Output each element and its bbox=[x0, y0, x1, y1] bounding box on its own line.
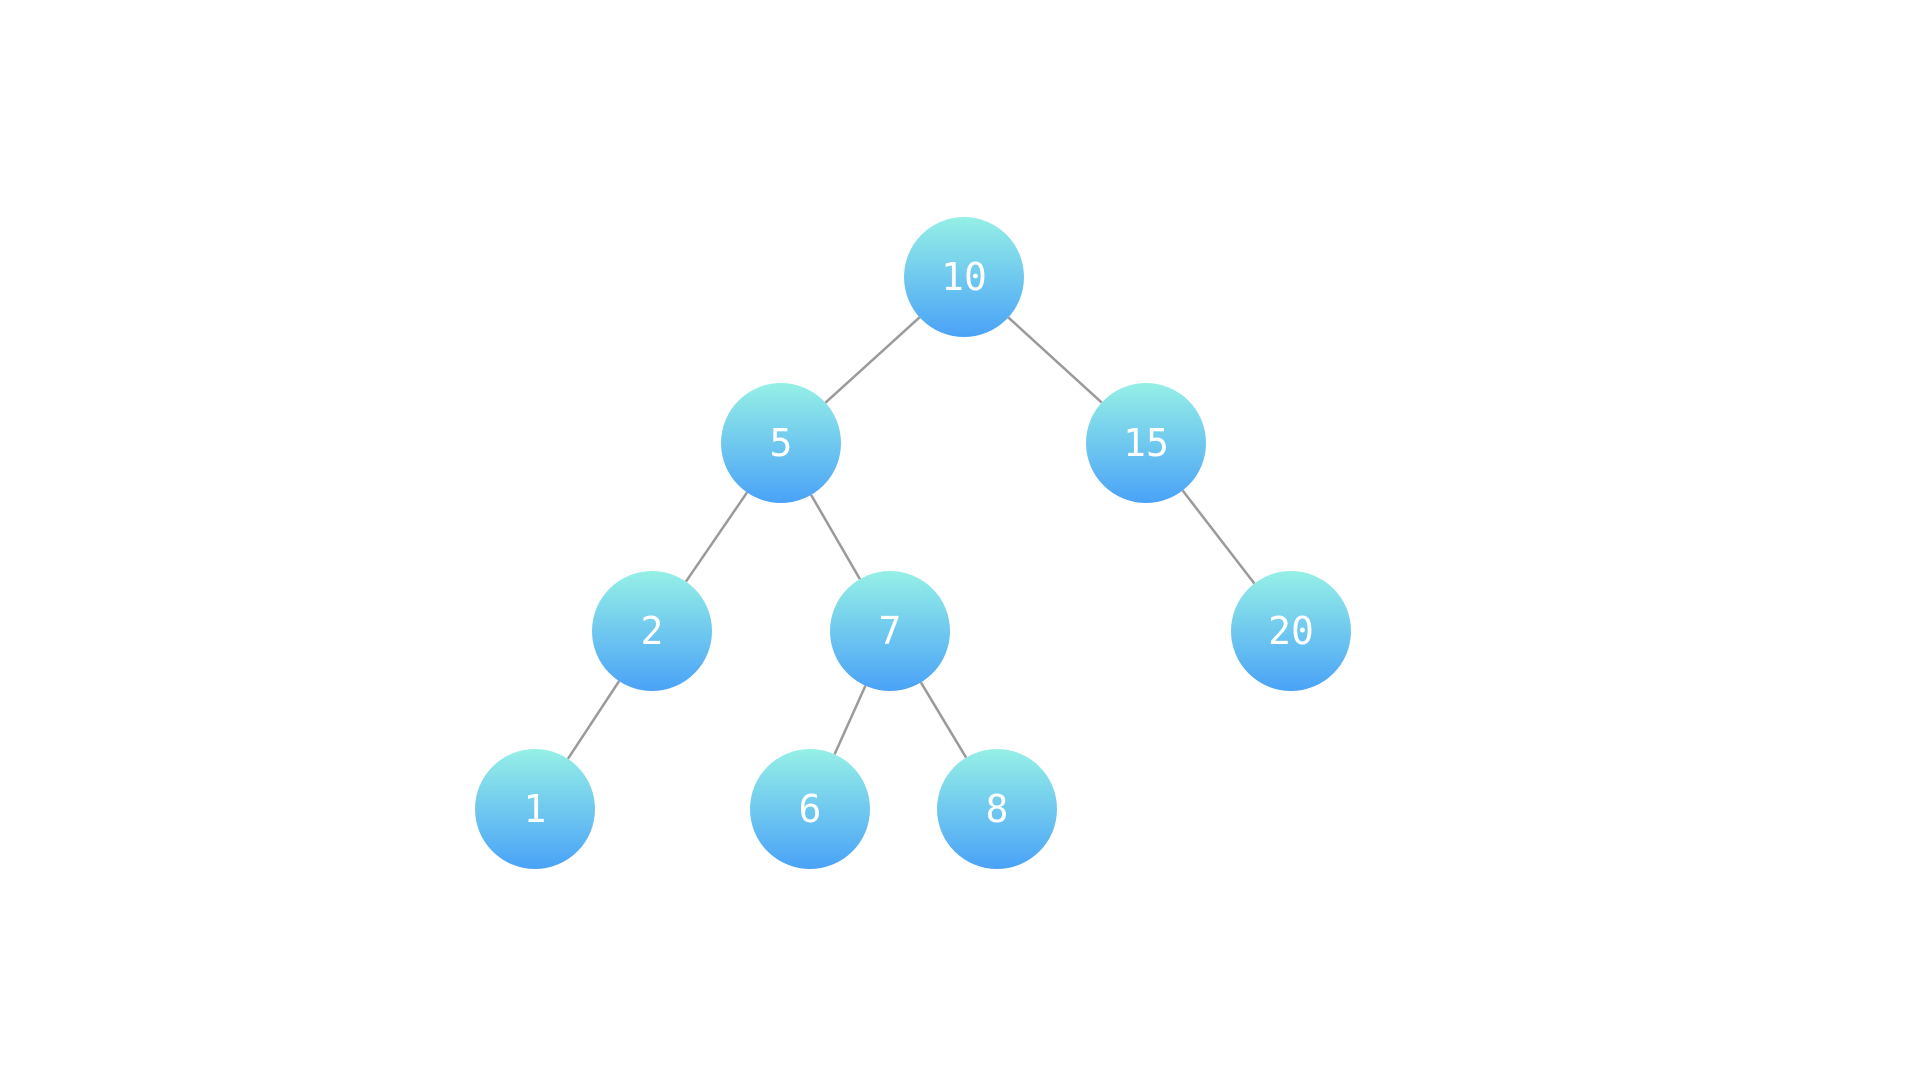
node-label: 20 bbox=[1268, 609, 1314, 653]
node-label: 6 bbox=[799, 787, 822, 831]
node-label: 7 bbox=[879, 609, 902, 653]
tree-node: 7 bbox=[830, 571, 950, 691]
tree-edge bbox=[824, 316, 921, 404]
node-circle bbox=[721, 383, 841, 503]
nodes-layer: 10 5 15 2 7 20 1 6 8 bbox=[475, 217, 1351, 869]
node-circle bbox=[1231, 571, 1351, 691]
node-circle bbox=[830, 571, 950, 691]
edges-layer bbox=[566, 316, 1256, 760]
tree-node: 15 bbox=[1086, 383, 1206, 503]
node-label: 15 bbox=[1123, 421, 1169, 465]
tree-edge bbox=[684, 491, 749, 583]
node-label: 5 bbox=[770, 421, 793, 465]
tree-edge bbox=[1007, 316, 1103, 404]
tree-edge bbox=[919, 681, 968, 759]
node-circle bbox=[592, 571, 712, 691]
tree-node: 5 bbox=[721, 383, 841, 503]
node-label: 8 bbox=[986, 787, 1009, 831]
node-circle bbox=[475, 749, 595, 869]
node-circle bbox=[904, 217, 1024, 337]
tree-edge bbox=[833, 685, 867, 755]
node-label: 10 bbox=[941, 255, 987, 299]
node-label: 1 bbox=[524, 787, 547, 831]
tree-node: 8 bbox=[937, 749, 1057, 869]
tree-node: 2 bbox=[592, 571, 712, 691]
node-circle bbox=[937, 749, 1057, 869]
node-circle bbox=[1086, 383, 1206, 503]
node-circle bbox=[750, 749, 870, 869]
tree-node: 10 bbox=[904, 217, 1024, 337]
tree-edge bbox=[566, 680, 621, 760]
tree-edge bbox=[810, 494, 861, 580]
node-label: 2 bbox=[641, 609, 664, 653]
tree-node: 20 bbox=[1231, 571, 1351, 691]
tree-node: 1 bbox=[475, 749, 595, 869]
tree-node: 6 bbox=[750, 749, 870, 869]
tree-edge bbox=[1181, 489, 1256, 585]
